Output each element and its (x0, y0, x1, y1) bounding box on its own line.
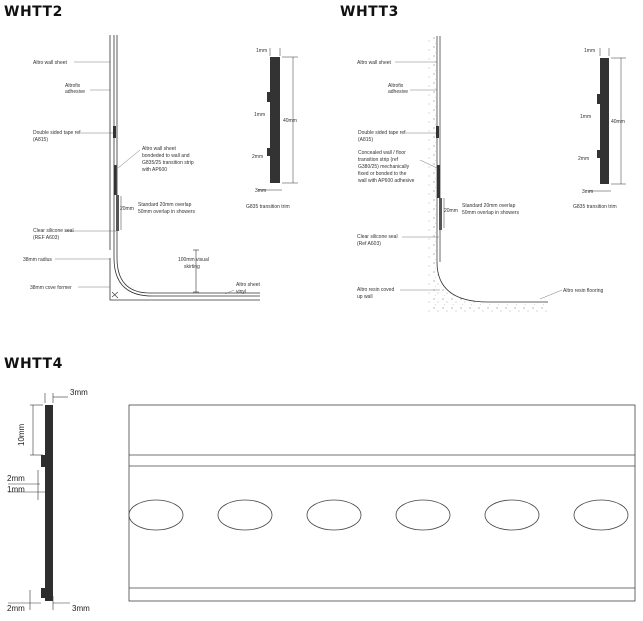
whtt4-dim-bottom: 3mm (72, 604, 90, 613)
whtt2-trim-profile (258, 48, 298, 191)
whtt2-label-skirting-1: 100mm visual (178, 257, 209, 263)
whtt2-label-bonded-2: bondeded to wall and (142, 153, 190, 159)
whtt2-trim-d4: 2mm (252, 154, 263, 160)
whtt3-label-tape-1: Double sided tape ref (358, 130, 406, 136)
whtt3-trim-caption: G835 transition trim (573, 204, 617, 210)
whtt3-section-drawing (395, 36, 563, 312)
whtt4-dim-10mm: 10mm (17, 423, 26, 446)
whtt3-label-adhesive-1: Altrofix (388, 83, 404, 89)
whtt2-label-vinyl-2: vinyl (236, 289, 246, 295)
whtt3-overlap-dim: 20mm (444, 208, 458, 214)
whtt2-label-silicone-2: (REF A603) (33, 235, 59, 241)
whtt2-label-cove: 38mm cove former (30, 285, 72, 291)
whtt3-label-conceal-5: wall with AP600 adhesive (358, 178, 415, 184)
whtt3-label-conceal-1: Concealed wall / floor (358, 150, 406, 156)
whtt4-dim-2mm-a: 2mm (7, 474, 25, 483)
whtt2-trim-d2: 1mm (254, 112, 265, 118)
whtt2-label-vinyl-1: Altro sheet (236, 282, 261, 288)
whtt2-label-bonded-1: Altro wall sheet (142, 146, 177, 152)
whtt2-label-wall-sheet: Altro wall sheet (33, 60, 68, 66)
title-whtt2: WHTT2 (4, 4, 63, 20)
whtt3-label-tape-2: (A815) (358, 137, 373, 143)
whtt3-label-resin-floor: Altro resin flooring (563, 288, 604, 294)
whtt3-trim-d1: 1mm (584, 48, 595, 54)
strip-hole (306, 499, 362, 531)
whtt2-label-silicone-1: Clear silicone seal (33, 228, 74, 234)
whtt4-dim-top: 3mm (70, 388, 88, 397)
whtt2-label-tape-1: Double sided tape ref (33, 130, 81, 136)
strip-hole (128, 499, 184, 531)
whtt3-trim-d3: 40mm (611, 119, 625, 125)
whtt2-trim-d1: 1mm (256, 48, 267, 54)
whtt3-label-conceal-2: transition strip (ref (358, 157, 399, 163)
whtt2-label-skirting-2: skirting (184, 264, 200, 270)
whtt3-label-resin-cove-2: up wall (357, 294, 373, 300)
strip-hole (484, 499, 540, 531)
whtt4-dim-2mm-b: 2mm (7, 604, 25, 613)
whtt2-trim-caption: G835 transition trim (246, 204, 290, 210)
whtt2-label-radius: 38mm radius (23, 257, 52, 263)
strip-hole (217, 499, 273, 531)
whtt3-trim-d2: 1mm (580, 114, 591, 120)
whtt3-label-wall-sheet: Altro wall sheet (357, 60, 392, 66)
whtt2-label-adhesive-2: adhesive (65, 89, 85, 95)
whtt3-label-silicone-1: Clear silicone seal (357, 234, 398, 240)
whtt2-trim-d3: 40mm (283, 118, 297, 124)
strip-hole (395, 499, 451, 531)
whtt4-profile-drawing (8, 393, 70, 610)
whtt2-label-bonded-4: with AP600 (142, 167, 167, 173)
whtt2-overlap-dim: 20mm (120, 206, 134, 212)
whtt2-label-overlap-1: Standard 20mm overlap (138, 202, 192, 208)
whtt2-label-adhesive-1: Altrofix (65, 83, 81, 89)
strip-hole (573, 499, 629, 531)
whtt3-label-adhesive-2: adhesive (388, 89, 408, 95)
whtt2-label-tape-2: (A815) (33, 137, 48, 143)
title-whtt3: WHTT3 (340, 4, 399, 20)
whtt4-dim-1mm: 1mm (7, 485, 25, 494)
whtt3-label-overlap-2: 50mm overlap in showers (462, 210, 519, 216)
whtt3-label-overlap-1: Standard 20mm overlap (462, 203, 516, 209)
whtt3-trim-profile (588, 48, 626, 192)
title-whtt4: WHTT4 (4, 356, 63, 372)
whtt3-trim-d5: 3mm (582, 189, 593, 195)
whtt2-label-bonded-3: G835/25 transition strip (142, 160, 194, 166)
whtt3-trim-d4: 2mm (578, 156, 589, 162)
whtt3-label-conceal-4: fixed or bonded to the (358, 171, 407, 177)
whtt4-strip-elevation (128, 404, 636, 602)
whtt2-label-overlap-2: 50mm overlap in showers (138, 209, 195, 215)
whtt2-section-drawing (55, 35, 260, 301)
whtt2-trim-d5: 3mm (255, 188, 266, 194)
whtt3-label-resin-cove-1: Altro resin coved (357, 287, 394, 293)
whtt3-label-silicone-2: (Ref A603) (357, 241, 381, 247)
whtt3-label-conceal-3: G380/25) mechanically (358, 164, 410, 170)
